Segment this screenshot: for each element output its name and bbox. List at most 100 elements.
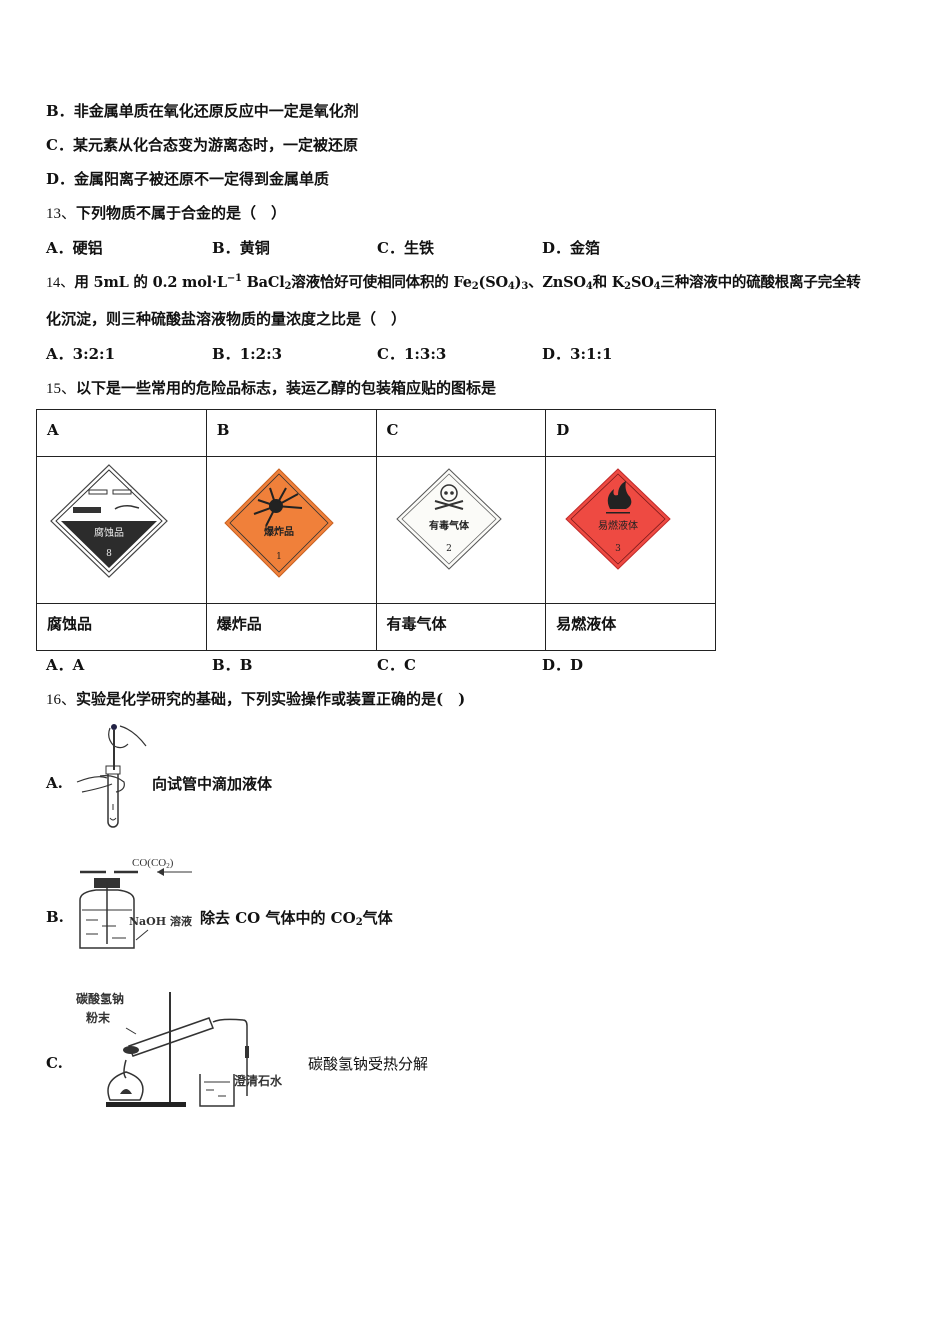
q13-option-d: D．金箔 — [542, 238, 600, 258]
question-text: 以下是一些常用的危险品标志，装运乙醇的包装箱应贴的图标是 — [76, 379, 497, 397]
table-label-a: 腐蚀品 — [36, 603, 207, 651]
subscript: 2 — [471, 281, 479, 292]
sign-class-number: 2 — [446, 544, 452, 554]
solution-label: NaOH 溶液 — [129, 914, 193, 928]
option-label: B． — [212, 656, 240, 674]
option-label: A． — [46, 239, 73, 257]
sign-class-number: 3 — [615, 544, 621, 554]
subscript: 3 — [521, 281, 529, 292]
sign-text: 腐蚀品 — [94, 526, 124, 539]
option-label: B． — [212, 239, 240, 257]
toxic-gas-sign-icon: 有毒气体 2 — [389, 463, 529, 583]
option-text: 3:2:1 — [72, 345, 116, 363]
q14-stem-line2: 化沉淀，则三种硫酸盐溶液物质的量浓度之比是（ ） — [46, 309, 406, 329]
q13-stem: 13、下列物质不属于合金的是（ ） — [46, 203, 286, 224]
option-text: 1:2:3 — [239, 345, 283, 363]
table-label-row: 腐蚀品 爆炸品 有毒气体 易燃液体 — [36, 603, 716, 651]
option-label: C． — [377, 656, 404, 674]
q12-option-b: B．非金属单质在氧化还原反应中一定是氧化剂 — [46, 101, 359, 121]
question-number: 14、 — [46, 275, 75, 291]
sign-text: 易燃液体 — [598, 519, 638, 532]
question-number: 15、 — [46, 381, 77, 397]
question-text: 实验是化学研究的基础，下列实验操作或装置正确的是( ) — [76, 690, 466, 708]
q13-option-a: A．硬铝 — [46, 238, 103, 258]
stem-text: ) — [514, 274, 522, 291]
option-text: 某元素从化合态变为游离态时，一定被还原 — [72, 136, 358, 154]
q16-option-a-label: A. — [46, 774, 63, 792]
stem-text: 和 K — [592, 274, 625, 291]
table-header-row: A B C D — [36, 409, 716, 457]
q13-option-b: B．黄铜 — [212, 238, 270, 258]
question-number: 16、 — [46, 692, 77, 708]
table-cell-corrosive: 腐蚀品 8 — [36, 456, 207, 604]
q16-option-c-text: 碳酸氢钠受热分解 — [308, 1055, 429, 1073]
option-text: D — [570, 656, 584, 674]
dropper-test-tube-icon — [72, 722, 152, 836]
option-text: 硬铝 — [72, 239, 103, 257]
option-label: C． — [377, 239, 404, 257]
question-text: 下列物质不属于合金的是（ ） — [76, 204, 287, 222]
option-text: 气体 — [362, 909, 393, 927]
table-cell-explosive: 爆炸品 1 — [205, 456, 377, 604]
q15-stem: 15、以下是一些常用的危险品标志，装运乙醇的包装箱应贴的图标是 — [46, 378, 496, 399]
limewater-label: 澄清石水 — [234, 1073, 283, 1088]
option-text: 黄铜 — [239, 239, 270, 257]
q14-option-b: B．1:2:3 — [212, 344, 282, 364]
option-text: 1:3:3 — [403, 345, 447, 363]
option-label: D． — [542, 239, 571, 257]
q15-option-b: B．B — [212, 655, 252, 675]
subscript: 2 — [355, 917, 363, 928]
stem-text: SO — [630, 274, 654, 291]
subscript: 4 — [507, 281, 515, 292]
q14-option-d: D．3:1:1 — [542, 344, 612, 364]
sign-class-number: 1 — [276, 552, 282, 562]
q15-option-a: A．A — [46, 655, 84, 675]
table-header-c: C — [375, 409, 547, 457]
sign-class-number: 8 — [106, 549, 112, 559]
stem-text: BaCl — [241, 274, 285, 291]
q12-option-d: D．金属阳离子被还原不一定得到金属单质 — [46, 169, 329, 189]
option-label: D． — [542, 656, 571, 674]
table-cell-flammable-liquid: 易燃液体 3 — [545, 456, 716, 604]
table-label-b: 爆炸品 — [205, 603, 377, 651]
subscript: 2 — [624, 281, 631, 292]
table-header-a: A — [36, 409, 207, 457]
sign-text: 爆炸品 — [264, 525, 294, 538]
option-label: C． — [377, 345, 404, 363]
powder-label-2: 粉末 — [86, 1010, 111, 1025]
option-label: D． — [46, 170, 75, 188]
hazard-sign-table: A B C D 腐蚀品 8 — [36, 409, 716, 651]
q16-option-b-text: 除去 CO 气体中的 CO2气体 — [200, 907, 393, 928]
option-text: 生铁 — [403, 239, 434, 257]
flammable-liquid-sign-icon: 易燃液体 3 — [558, 463, 698, 583]
option-label: A． — [46, 656, 73, 674]
option-label: A． — [46, 345, 73, 363]
table-header-d: D — [545, 409, 716, 457]
q15-option-d: D．D — [542, 655, 583, 675]
stem-text: (SO — [478, 274, 509, 291]
table-header-b: B — [205, 409, 377, 457]
q14-stem-line1: 14、用 5mL 的 0.2 mol·L−1 BaCl2溶液恰好可使相同体积的 … — [46, 273, 861, 293]
subscript: 2 — [284, 281, 292, 292]
q14-option-a: A．3:2:1 — [46, 344, 115, 364]
q12-option-c: C．某元素从化合态变为游离态时，一定被还原 — [46, 135, 358, 155]
q16-option-a-text: 向试管中滴加液体 — [152, 775, 273, 793]
question-number: 13、 — [46, 206, 77, 222]
powder-label-1: 碳酸氢钠 — [76, 991, 124, 1006]
stem-text: 用 5mL 的 0.2 mol·L — [74, 274, 227, 291]
q16-option-b-label: B. — [46, 908, 64, 926]
table-label-d: 易燃液体 — [545, 603, 716, 651]
table-cell-toxic-gas: 有毒气体 2 — [375, 456, 547, 604]
q13-option-c: C．生铁 — [377, 238, 434, 258]
option-label: C． — [46, 136, 73, 154]
stem-text: 溶液恰好可使相同体积的 Fe — [291, 274, 472, 291]
table-label-c: 有毒气体 — [375, 603, 547, 651]
option-text: 金属阳离子被还原不一定得到金属单质 — [74, 170, 330, 188]
sign-text: 有毒气体 — [429, 519, 470, 532]
q16-stem: 16、实验是化学研究的基础，下列实验操作或装置正确的是( ) — [46, 689, 465, 710]
q14-option-c: C．1:3:3 — [377, 344, 446, 364]
corrosive-sign-icon: 腐蚀品 8 — [49, 463, 189, 583]
table-image-row: 腐蚀品 8 爆炸品 1 — [36, 456, 716, 604]
option-text: 金箔 — [570, 239, 601, 257]
q15-option-c: C．C — [377, 655, 416, 675]
